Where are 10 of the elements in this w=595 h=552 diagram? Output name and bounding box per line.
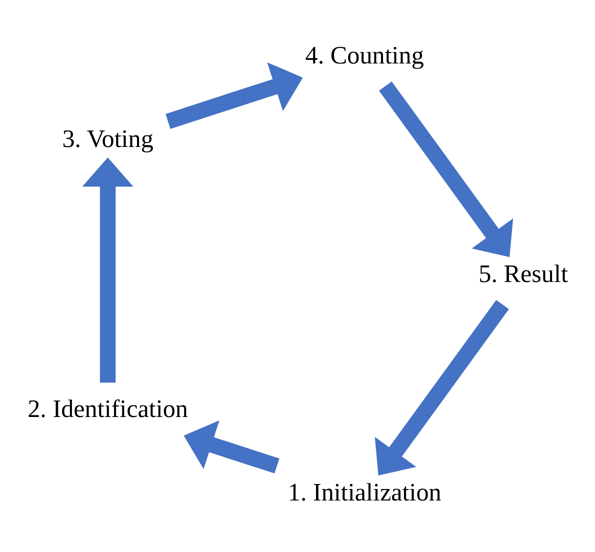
arrow: [82, 157, 134, 383]
arrow: [374, 300, 509, 476]
arrow: [166, 62, 303, 129]
arrow: [379, 82, 514, 258]
node-text: 4. Counting: [305, 42, 424, 70]
node-text: 5. Result: [478, 260, 568, 288]
node-text: 3. Voting: [62, 126, 154, 153]
node-text: 1. Initialization: [288, 479, 442, 506]
arrow: [184, 420, 280, 474]
node-text: 2. Identification: [28, 396, 188, 423]
